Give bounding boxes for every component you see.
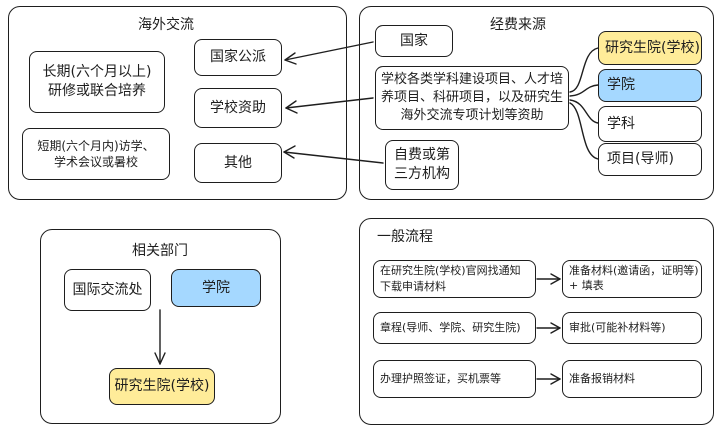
funding-source-title: 经费来源 xyxy=(490,17,546,33)
college-dept-box: 学院 xyxy=(171,269,261,307)
grad-school-dept-box: 研究生院(学校) xyxy=(109,368,215,405)
short-term-box: 短期(六个月内)访学、 学术会议或暑校 xyxy=(22,128,170,180)
intl-office-box: 国际交流处 xyxy=(64,269,151,311)
overseas-exchange-title: 海外交流 xyxy=(138,17,194,33)
long-term-box: 长期(六个月以上) 研修或联合培养 xyxy=(29,51,165,113)
source-grad-school: 研究生院(学校) xyxy=(598,31,702,65)
process-step-3-left: 办理护照签证，买机票等 xyxy=(373,360,536,398)
process-step-2-left: 章程(导师、学院、研究生院) xyxy=(373,312,536,344)
related-departments-title: 相关部门 xyxy=(132,243,188,259)
process-step-1-left: 在研究生院(学校)官网找通知下载申请材料 xyxy=(373,260,536,298)
source-discipline: 学科 xyxy=(598,106,702,142)
school-projects-box: 学校各类学科建设项目、人才培养项目、科研项目，以及研究生海外交流专项计划等资助 xyxy=(375,66,569,130)
source-project-supervisor: 项目(导师) xyxy=(598,143,702,176)
general-process-title: 一般流程 xyxy=(377,229,433,245)
other-funding-box: 其他 xyxy=(194,143,282,183)
process-step-1-right: 准备材料(邀请函，证明等) + 填表 xyxy=(562,260,702,298)
process-step-2-right: 审批(可能补材料等) xyxy=(562,312,702,344)
national-funding-box: 国家公派 xyxy=(194,39,282,76)
source-college: 学院 xyxy=(598,69,702,102)
process-step-3-right: 准备报销材料 xyxy=(562,360,702,398)
country-box: 国家 xyxy=(375,25,453,57)
self-funded-box: 自费或第 三方机构 xyxy=(385,140,459,190)
school-funding-box: 学校资助 xyxy=(194,88,282,128)
